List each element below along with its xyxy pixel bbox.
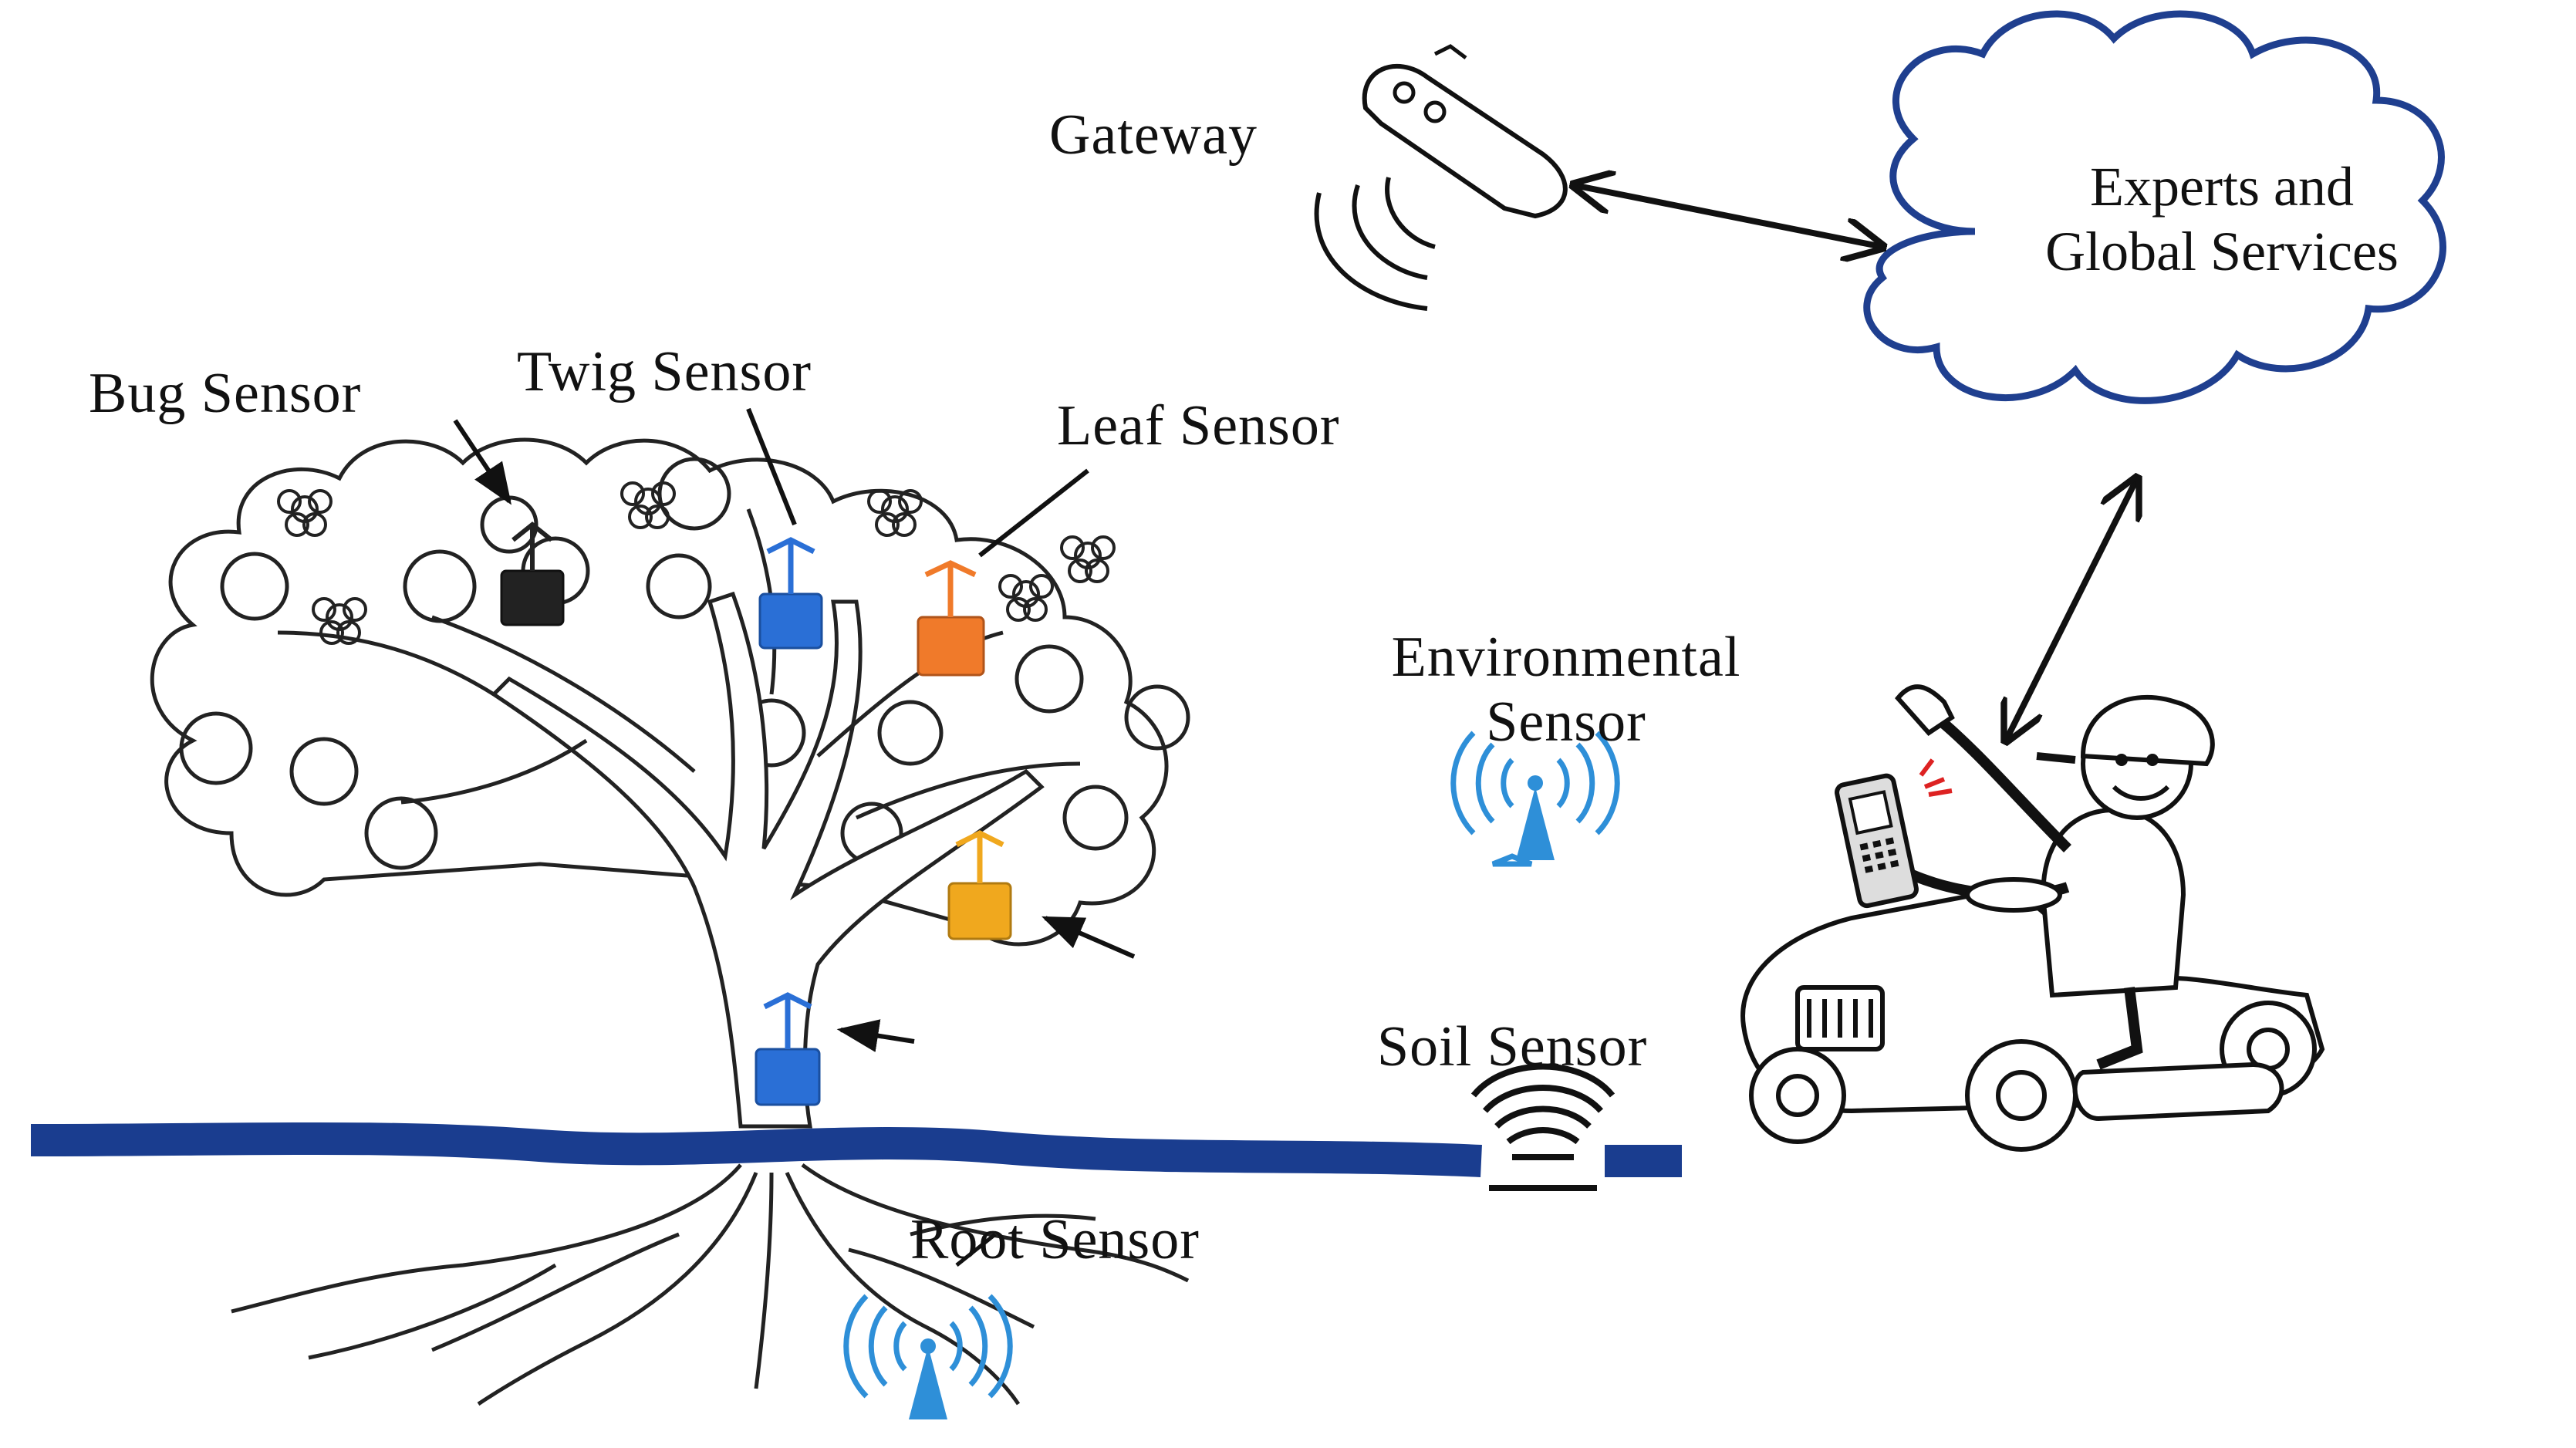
bug-sensor-label: Bug Sensor [89,362,362,425]
leaf-sensor-label: Leaf Sensor [1057,394,1340,457]
soil-signal-icon [1470,1063,1615,1191]
environmental-sensor-label-line1: Environmental [1391,626,1741,689]
fruit-sensor-arrow [1042,916,1136,959]
cloud-icon [1863,10,2446,404]
environmental-sensor-label: Environmental Sensor [1327,625,1805,754]
sensor-node-icon [917,560,985,677]
cloud-label-line1: Experts and [2090,156,2354,218]
root-sensor-label: Root Sensor [910,1208,1200,1271]
gateway-label: Gateway [1049,103,1258,167]
cloud-farmer-arrow [2006,478,2137,741]
gateway-cloud-arrow [1574,185,1882,247]
bug-sensor-pointer [453,419,511,505]
cloud-label-line2: Global Services [2045,221,2399,282]
sensor-node-icon [947,830,1012,940]
twig-sensor-pointer [746,407,797,526]
sensor-node-icon [500,521,565,626]
soil-sensor-label: Soil Sensor [1377,1015,1648,1078]
trunk-sensor-arrow [836,1019,915,1052]
twig-sensor-label: Twig Sensor [517,340,812,403]
mobile-phone-icon [1835,758,1953,909]
farmer-tractor-icon [1740,684,2325,1152]
ground-line [30,1122,1482,1177]
wifi-antenna-icon [1450,731,1620,867]
wifi-antenna-icon [843,1294,1013,1419]
tree-icon [150,437,1190,1406]
environmental-sensor-label-line2: Sensor [1486,690,1646,754]
sensor-node-icon [758,537,823,650]
cloud-label: Experts and Global Services [1960,154,2484,284]
gateway-device-icon [1314,44,1568,311]
leaf-sensor-pointer [978,468,1089,558]
root-sensor-pointer [955,1233,997,1267]
sensor-node-icon [755,992,821,1106]
